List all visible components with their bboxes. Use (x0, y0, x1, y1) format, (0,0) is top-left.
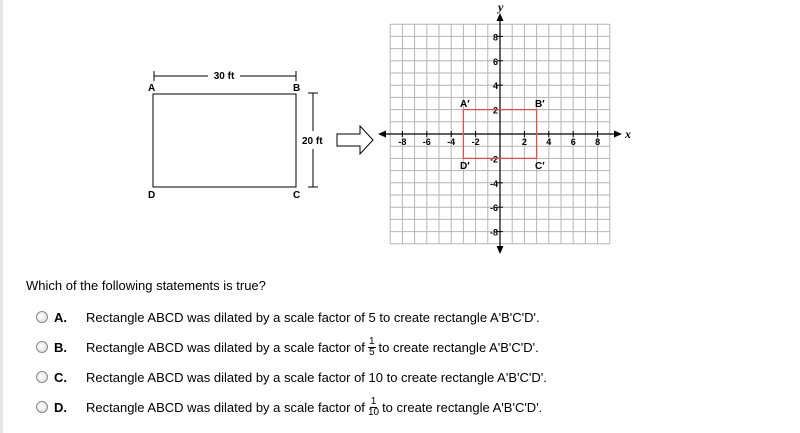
choice-a-letter: A. (54, 309, 67, 325)
y-tick-label: -6 (490, 203, 498, 213)
choice-b-text: Rectangle ABCD was dilated by a scale fa… (86, 335, 539, 358)
choice-b[interactable]: B. Rectangle ABCD was dilated by a scale… (36, 336, 539, 358)
choice-c[interactable]: C. Rectangle ABCD was dilated by a scale… (36, 366, 547, 388)
choice-d-numerator: 1 (369, 395, 378, 408)
vertex-c-prime-label: C′ (535, 161, 545, 172)
choice-d-letter: D. (54, 399, 67, 415)
choice-d-text-after: to create rectangle A'B'C'D'. (382, 399, 543, 415)
choice-c-letter: C. (54, 369, 67, 385)
rectangle-a-prime-b-prime-c-prime-d-prime (462, 108, 538, 160)
axis-ticks: -8 -6 -4 -2 2 4 6 8 8 6 4 2 -2 -4 -6 -8 (398, 32, 600, 237)
choice-a-radio[interactable] (36, 311, 48, 323)
y-tick-label: 4 (493, 81, 498, 91)
y-axis-down-arrow (496, 246, 504, 254)
choice-b-numerator: 1 (367, 335, 376, 348)
coordinate-grid: x y -8 -6 -4 -2 2 4 6 8 8 6 4 2 -2 -4 -6 -8 A′ B′ C′ D′ (378, 0, 631, 254)
y-axis-label: y (496, 0, 504, 14)
vertex-b-label: B (293, 83, 300, 94)
x-tick-label: -6 (423, 137, 431, 147)
x-axis-label: x (624, 127, 631, 141)
choice-d-text-before: Rectangle ABCD was dilated by a scale fa… (86, 399, 365, 415)
right-outline-arrow-icon (336, 124, 374, 156)
x-tick-label: 8 (595, 137, 600, 147)
choice-c-text: Rectangle ABCD was dilated by a scale fa… (86, 369, 547, 385)
vertex-c-label: C (293, 190, 300, 201)
y-axis-up-arrow (496, 13, 504, 21)
vertex-a-label: A (148, 83, 155, 94)
y-tick-label: -2 (490, 154, 498, 164)
choice-a-text: Rectangle ABCD was dilated by a scale fa… (86, 309, 540, 325)
choice-d-fraction: 1 10 (367, 395, 380, 418)
choice-d-radio[interactable] (36, 401, 48, 413)
choice-b-fraction: 1 5 (367, 335, 376, 358)
original-rectangle-figure: 30 ft A B C D 20 ft (148, 71, 323, 201)
x-tick-label: -4 (447, 137, 455, 147)
choice-c-radio[interactable] (36, 371, 48, 383)
question-text: Which of the following statements is tru… (26, 278, 266, 293)
choice-b-denominator: 5 (368, 346, 375, 358)
left-border (0, 0, 3, 433)
x-tick-label: -8 (398, 137, 406, 147)
x-tick-label: -2 (472, 137, 480, 147)
width-label: 30 ft (214, 71, 235, 82)
vertex-d-prime-label: D′ (460, 161, 470, 172)
choice-d-text: Rectangle ABCD was dilated by a scale fa… (86, 395, 543, 418)
choice-b-radio[interactable] (36, 341, 48, 353)
figure: 30 ft A B C D 20 ft x y -8 -6 -4 -2 2 4 6 8 8 6 4 (148, 0, 631, 254)
y-tick-label: 2 (493, 106, 498, 116)
choice-d[interactable]: D. Rectangle ABCD was dilated by a scale… (36, 396, 542, 418)
choice-a[interactable]: A. Rectangle ABCD was dilated by a scale… (36, 306, 540, 328)
x-axis-left-arrow (378, 130, 386, 138)
choice-b-text-after: to create rectangle A'B'C'D'. (378, 339, 539, 355)
y-tick-label: -8 (490, 228, 498, 238)
y-tick-label: -4 (490, 179, 498, 189)
x-tick-label: 4 (546, 137, 551, 147)
x-axis-right-arrow (614, 130, 622, 138)
y-tick-label: 6 (493, 57, 498, 67)
choice-b-letter: B. (54, 339, 67, 355)
image-rectangle-group (462, 108, 538, 160)
y-tick-label: 8 (493, 32, 498, 42)
choice-d-denominator: 10 (367, 406, 380, 418)
choice-b-text-before: Rectangle ABCD was dilated by a scale fa… (86, 339, 365, 355)
x-tick-label: 2 (522, 137, 527, 147)
height-label: 20 ft (302, 136, 323, 147)
vertex-a-prime-label: A′ (460, 99, 470, 110)
rectangle-abcd (152, 93, 297, 188)
vertex-b-prime-label: B′ (535, 99, 545, 110)
vertex-d-label: D (148, 190, 155, 201)
x-tick-label: 6 (571, 137, 576, 147)
